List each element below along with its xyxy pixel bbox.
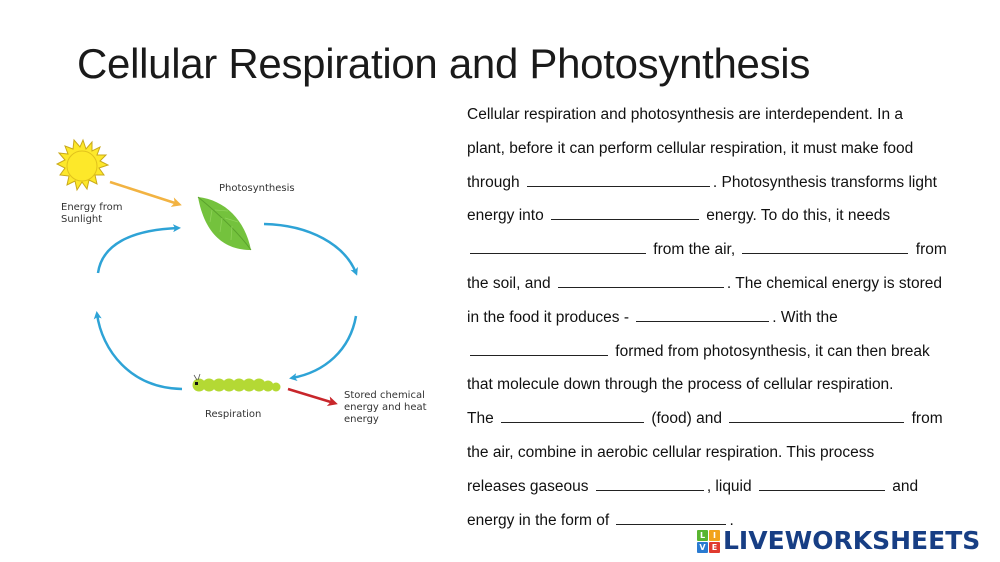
liveworksheets-logo: L I V E LIVEWORKSHEETS	[697, 527, 980, 555]
blank-1-input[interactable]	[526, 171, 710, 187]
fill-in-passage: Cellular respiration and photosynthesis …	[467, 100, 987, 539]
respiration-label: Respiration	[205, 409, 262, 420]
passage-text: from	[911, 241, 947, 259]
cycle-arrow-top-left	[96, 224, 181, 274]
sun-label: Energy from Sunlight	[61, 202, 122, 226]
logo-icon: L I V E	[697, 529, 720, 553]
blank-8-input[interactable]	[501, 407, 645, 424]
passage-text: Cellular respiration and photosynthesis …	[467, 106, 903, 123]
output-label: Stored chemical energy and heat energy	[344, 390, 427, 426]
leaf-icon	[197, 196, 252, 251]
sun-label-line2: Sunlight	[61, 214, 103, 225]
passage-text: . The chemical energy is stored	[726, 274, 942, 292]
passage-line: in the food it produces - . With the	[467, 303, 987, 337]
blank-12-input[interactable]	[616, 509, 727, 525]
passage-text: releases gaseous	[467, 477, 593, 495]
logo-cell-v: V	[697, 541, 708, 553]
blank-9-input[interactable]	[729, 407, 905, 424]
blank-6-input[interactable]	[636, 306, 770, 322]
blank-2-input[interactable]	[551, 204, 699, 221]
passage-text: that molecule down through the process o…	[467, 376, 894, 394]
cycle-arrow-top-right	[263, 222, 358, 276]
passage-text: energy in the form of	[467, 511, 614, 529]
blank-10-input[interactable]	[595, 475, 704, 491]
passage-text: formed from photosynthesis, it can then …	[611, 342, 930, 360]
passage-text: and	[887, 477, 919, 495]
passage-line: Cellular respiration and photosynthesis …	[467, 100, 987, 134]
diagram-graphics	[55, 138, 358, 407]
sun-icon	[55, 138, 110, 192]
passage-line: the air, combine in aerobic cellular res…	[467, 438, 987, 472]
passage-line: energy into energy. To do this, it needs	[467, 201, 987, 235]
passage-line: The (food) and from	[467, 404, 987, 438]
blank-11-input[interactable]	[758, 475, 885, 491]
passage-text: energy. To do this, it needs	[702, 207, 891, 225]
passage-text: from	[907, 410, 943, 428]
blank-4-input[interactable]	[742, 238, 909, 255]
passage-text: through	[467, 173, 524, 191]
output-energy-arrow	[287, 387, 338, 407]
passage-line: releases gaseous , liquid and	[467, 472, 987, 506]
passage-text: .	[729, 511, 734, 529]
passage-text: energy into	[467, 207, 548, 225]
passage-text: . Photosynthesis transforms light	[712, 173, 937, 191]
logo-cell-i: I	[709, 529, 720, 541]
passage-line: through . Photosynthesis transforms ligh…	[467, 168, 987, 202]
blank-5-input[interactable]	[557, 272, 724, 288]
passage-text: the air, combine in aerobic cellular res…	[467, 443, 875, 461]
cycle-diagram: Energy from Sunlight Photosynthesis Resp…	[0, 120, 460, 450]
cycle-arrow-bottom-right	[289, 315, 358, 382]
passage-text: the soil, and	[467, 274, 555, 292]
page-title: Cellular Respiration and Photosynthesis	[77, 40, 811, 87]
sun-energy-arrow	[109, 180, 182, 207]
passage-line: energy in the form of .	[467, 506, 987, 540]
logo-cell-l: L	[697, 529, 708, 541]
passage-line: from the air, from	[467, 235, 987, 269]
blank-3-input[interactable]	[470, 238, 646, 255]
logo-cell-e: E	[709, 541, 720, 553]
passage-text: . With the	[772, 308, 838, 326]
passage-text: in the food it produces -	[467, 308, 634, 326]
output-label-line3: energy	[344, 414, 379, 425]
sun-label-line1: Energy from	[61, 202, 123, 213]
passage-text: (food) and	[647, 410, 727, 428]
passage-text: from the air,	[649, 241, 740, 259]
caterpillar-icon	[192, 373, 281, 392]
passage-line: plant, before it can perform cellular re…	[467, 134, 987, 168]
passage-line: the soil, and . The chemical energy is s…	[467, 269, 987, 303]
output-label-line1: Stored chemical	[344, 390, 425, 401]
passage-line: formed from photosynthesis, it can then …	[467, 337, 987, 371]
passage-text: The	[467, 410, 499, 428]
output-label-line2: energy and heat	[344, 402, 427, 413]
passage-text: plant, before it can perform cellular re…	[467, 139, 914, 157]
blank-7-input[interactable]	[470, 340, 608, 356]
passage-text: , liquid	[706, 477, 756, 495]
photosynthesis-label: Photosynthesis	[219, 183, 295, 194]
cycle-arrow-bottom-left	[93, 311, 183, 391]
passage-line: that molecule down through the process o…	[467, 370, 987, 404]
logo-text: LIVEWORKSHEETS	[723, 526, 981, 555]
